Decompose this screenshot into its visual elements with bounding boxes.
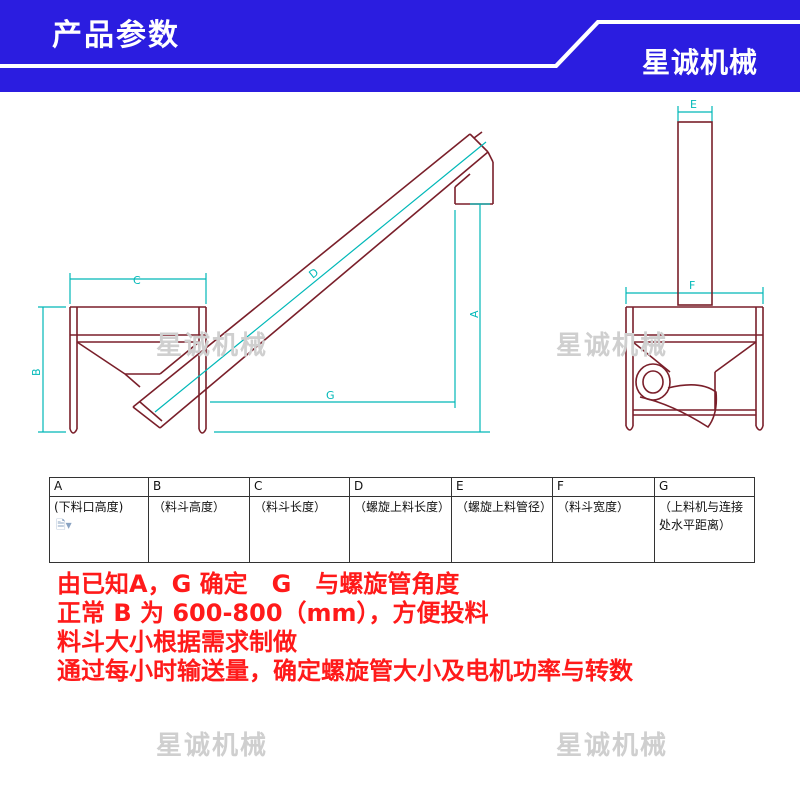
note-line: 通过每小时输送量，确定螺旋管大小及电机功率与转数: [57, 657, 633, 685]
table-cell: （料斗长度）: [249, 496, 350, 563]
table-cell: （螺旋上料管径）: [451, 496, 553, 563]
parameter-table: A B C D E F G (下料口高度) 🗎▾ （料斗高度） （料斗长度） （…: [49, 477, 755, 563]
cell-text: (下料口高度): [54, 500, 124, 514]
dimension-lines: [38, 106, 764, 433]
label-b: B: [30, 368, 43, 376]
label-g: G: [326, 389, 335, 402]
table-cell: (下料口高度) 🗎▾: [49, 496, 149, 563]
table-cell: （螺旋上料长度）: [349, 496, 452, 563]
brand-name: 星诚机械: [642, 46, 759, 79]
conveyor-drawing: C B D A G E F: [30, 98, 764, 434]
table-cell: （料斗高度）: [148, 496, 250, 563]
table-header-cell: F: [552, 477, 655, 497]
note-line: 由已知A，G 确定 G 与螺旋管角度: [57, 570, 460, 598]
table-cell: （上料机与连接处水平距离）: [654, 496, 755, 563]
note-line: 料斗大小根据需求制做: [57, 628, 297, 656]
watermark: 星诚机械: [156, 731, 269, 761]
banner-background: [0, 0, 800, 92]
label-a: A: [468, 310, 481, 318]
watermark: 星诚机械: [556, 331, 669, 361]
header-banner: 产品参数 星诚机械: [0, 0, 800, 92]
table-header-cell: B: [148, 477, 250, 497]
label-e: E: [690, 98, 697, 111]
paste-options-icon[interactable]: 🗎▾: [56, 518, 72, 532]
page-title: 产品参数: [52, 18, 180, 53]
watermark: 星诚机械: [156, 331, 269, 361]
label-c: C: [133, 274, 141, 287]
watermark: 星诚机械: [556, 731, 669, 761]
table-header-cell: G: [654, 477, 755, 497]
table-header-row: A B C D E F G: [49, 477, 755, 497]
table-header-cell: C: [249, 477, 350, 497]
label-f: F: [689, 279, 695, 292]
table-header-cell: A: [49, 477, 149, 497]
notes-block: 由已知A，G 确定 G 与螺旋管角度 正常 B 为 600-800（mm），方便…: [57, 570, 633, 686]
front-view: [625, 121, 764, 431]
note-line: 正常 B 为 600-800（mm），方便投料: [57, 599, 489, 627]
table-row: (下料口高度) 🗎▾ （料斗高度） （料斗长度） （螺旋上料长度） （螺旋上料管…: [49, 496, 755, 563]
table-header-cell: D: [349, 477, 452, 497]
table-cell: （料斗宽度）: [552, 496, 655, 563]
table-header-cell: E: [451, 477, 553, 497]
